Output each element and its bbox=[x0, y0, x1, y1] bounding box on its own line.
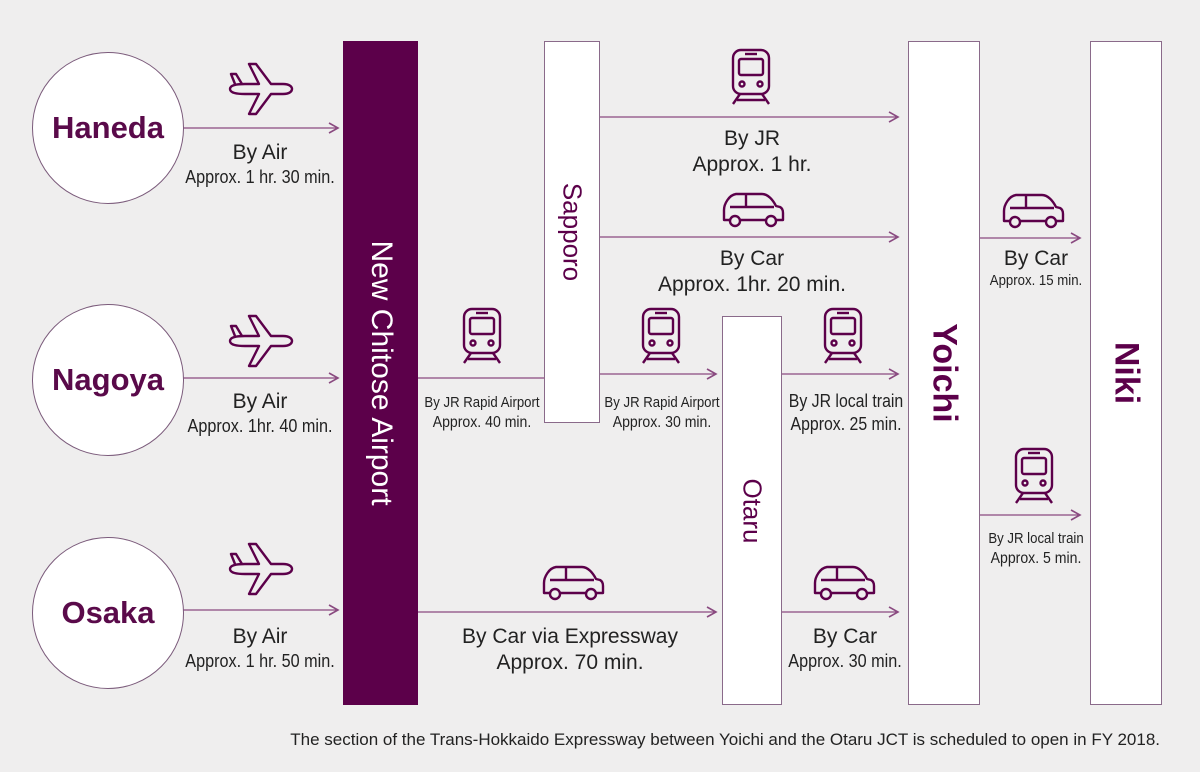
label-sapporo-yoichi-car: By Car Approx. 1hr. 20 min. bbox=[632, 246, 872, 299]
origin-haneda-name: Haneda bbox=[52, 110, 164, 145]
label-time: Approx. 5 min. bbox=[990, 549, 1082, 567]
label-mode: By Air bbox=[232, 141, 288, 164]
train-icon bbox=[731, 48, 771, 105]
origin-osaka: Osaka bbox=[32, 537, 184, 689]
label-time: Approx. 1 hr. 50 min. bbox=[185, 651, 335, 672]
node-otaru: Otaru bbox=[722, 316, 782, 705]
plane-icon bbox=[228, 542, 294, 596]
plane-icon bbox=[228, 314, 294, 368]
label-time: Approx. 1 hr. 30 min. bbox=[185, 167, 335, 188]
label-mode: By JR Rapid Airport bbox=[424, 394, 540, 411]
label-haneda-air: By Air Approx. 1 hr. 30 min. bbox=[170, 140, 350, 189]
label-time: Approx. 30 min. bbox=[788, 651, 902, 672]
label-time: Approx. 1hr. 40 min. bbox=[187, 416, 333, 437]
plane-icon bbox=[228, 62, 294, 116]
train-icon bbox=[1014, 447, 1054, 504]
label-sapporo-otaru: By JR Rapid Airport Approx. 30 min. bbox=[594, 394, 730, 433]
label-time: Approx. 1hr. 20 min. bbox=[658, 273, 846, 297]
label-mode: By JR local train bbox=[988, 530, 1084, 547]
label-airport-sapporo: By JR Rapid Airport Approx. 40 min. bbox=[414, 394, 550, 433]
label-time: Approx. 15 min. bbox=[989, 272, 1083, 290]
origin-osaka-name: Osaka bbox=[61, 595, 155, 630]
car-icon bbox=[1002, 193, 1065, 229]
car-icon bbox=[722, 192, 785, 228]
node-airport-label: New Chitose Airport bbox=[364, 240, 398, 506]
label-mode: By JR Rapid Airport bbox=[604, 394, 720, 411]
label-nagoya-air: By Air Approx. 1hr. 40 min. bbox=[170, 389, 350, 438]
node-yoichi-label: Yoichi bbox=[925, 323, 964, 423]
label-sapporo-yoichi-jr: By JR Approx. 1 hr. bbox=[652, 126, 852, 179]
node-yoichi: Yoichi bbox=[908, 41, 980, 705]
label-osaka-air: By Air Approx. 1 hr. 50 min. bbox=[170, 624, 350, 673]
node-sapporo-label: Sapporo bbox=[557, 182, 588, 282]
origin-haneda: Haneda bbox=[32, 52, 184, 204]
label-airport-otaru-car: By Car via Expressway Approx. 70 min. bbox=[430, 624, 710, 677]
car-icon bbox=[542, 565, 605, 601]
node-niki-label: Niki bbox=[1107, 341, 1146, 405]
label-mode: By Car bbox=[812, 625, 878, 648]
label-mode: By JR local train bbox=[788, 391, 904, 411]
label-time: Approx. 1 hr. bbox=[692, 153, 812, 177]
node-otaru-label: Otaru bbox=[737, 477, 768, 544]
label-time: Approx. 25 min. bbox=[790, 413, 902, 434]
origin-nagoya: Nagoya bbox=[32, 304, 184, 456]
node-sapporo: Sapporo bbox=[544, 41, 600, 423]
label-mode: By Car via Expressway bbox=[462, 625, 678, 648]
label-mode: By Air bbox=[232, 625, 288, 648]
label-mode: By Air bbox=[232, 390, 288, 413]
label-mode: By Car bbox=[1003, 247, 1069, 270]
car-icon bbox=[813, 565, 876, 601]
label-mode: By JR bbox=[723, 127, 780, 150]
label-time: Approx. 70 min. bbox=[496, 651, 644, 675]
label-otaru-yoichi-jr: By JR local train Approx. 25 min. bbox=[778, 390, 914, 435]
train-icon bbox=[462, 307, 502, 364]
node-niki: Niki bbox=[1090, 41, 1162, 705]
footnote: The section of the Trans-Hokkaido Expres… bbox=[290, 730, 1160, 749]
label-time: Approx. 30 min. bbox=[612, 413, 712, 431]
train-icon bbox=[641, 307, 681, 364]
label-mode: By Car bbox=[719, 247, 785, 270]
label-otaru-yoichi-car: By Car Approx. 30 min. bbox=[780, 624, 910, 673]
train-icon bbox=[823, 307, 863, 364]
label-yoichi-niki-jr: By JR local train Approx. 5 min. bbox=[974, 530, 1098, 569]
origin-nagoya-name: Nagoya bbox=[52, 362, 164, 397]
node-new-chitose-airport: New Chitose Airport bbox=[343, 41, 418, 705]
label-time: Approx. 40 min. bbox=[432, 413, 532, 431]
label-yoichi-niki-car: By Car Approx. 15 min. bbox=[978, 246, 1094, 291]
